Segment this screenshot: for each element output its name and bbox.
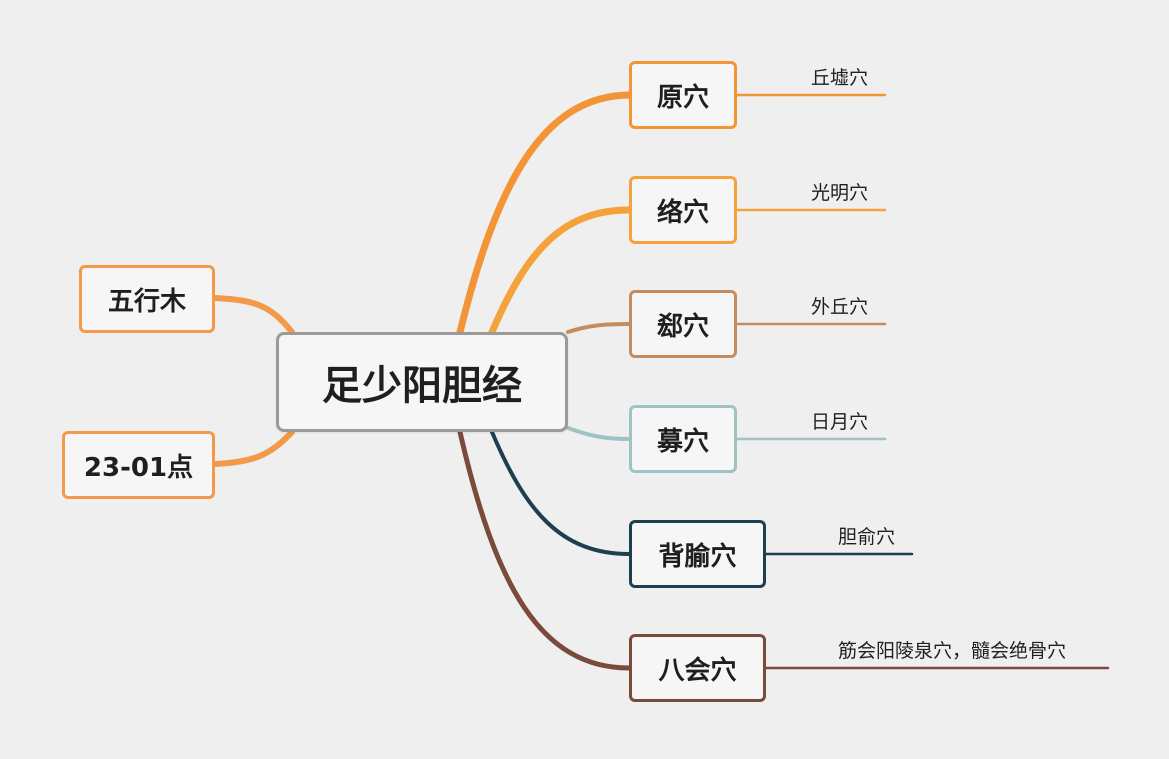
branch-node-xi: 郄穴 [629, 290, 737, 358]
connector-luo [488, 206, 633, 336]
connector-beishu [490, 430, 631, 556]
left-node-time: 23-01点 [62, 431, 215, 499]
connector-left-wuxing [212, 295, 295, 335]
central-topic: 足少阳胆经 [276, 332, 568, 432]
connector-bahui [457, 429, 632, 671]
branch-node-mu: 募穴 [629, 405, 737, 473]
branch-node-luo: 络穴 [629, 176, 737, 244]
left-node-wuxing: 五行木 [79, 265, 215, 333]
connector-mu [566, 426, 631, 441]
branch-node-bahui: 八会穴 [629, 634, 766, 702]
leaf-label-xi: 外丘穴 [811, 296, 869, 318]
branch-node-yuan: 原穴 [629, 61, 737, 129]
connector-xi [566, 322, 631, 334]
leaf-label-mu: 日月穴 [811, 411, 869, 433]
connector-left-time [212, 429, 295, 467]
leaf-label-beishu: 胆俞穴 [838, 526, 896, 548]
branch-node-beishu: 背腧穴 [629, 520, 766, 588]
leaf-label-yuan: 丘墟穴 [811, 67, 869, 89]
connector-yuan [456, 91, 633, 336]
leaf-label-luo: 光明穴 [811, 182, 869, 204]
leaf-label-bahui: 筋会阳陵泉穴，髓会绝骨穴 [838, 640, 1067, 662]
